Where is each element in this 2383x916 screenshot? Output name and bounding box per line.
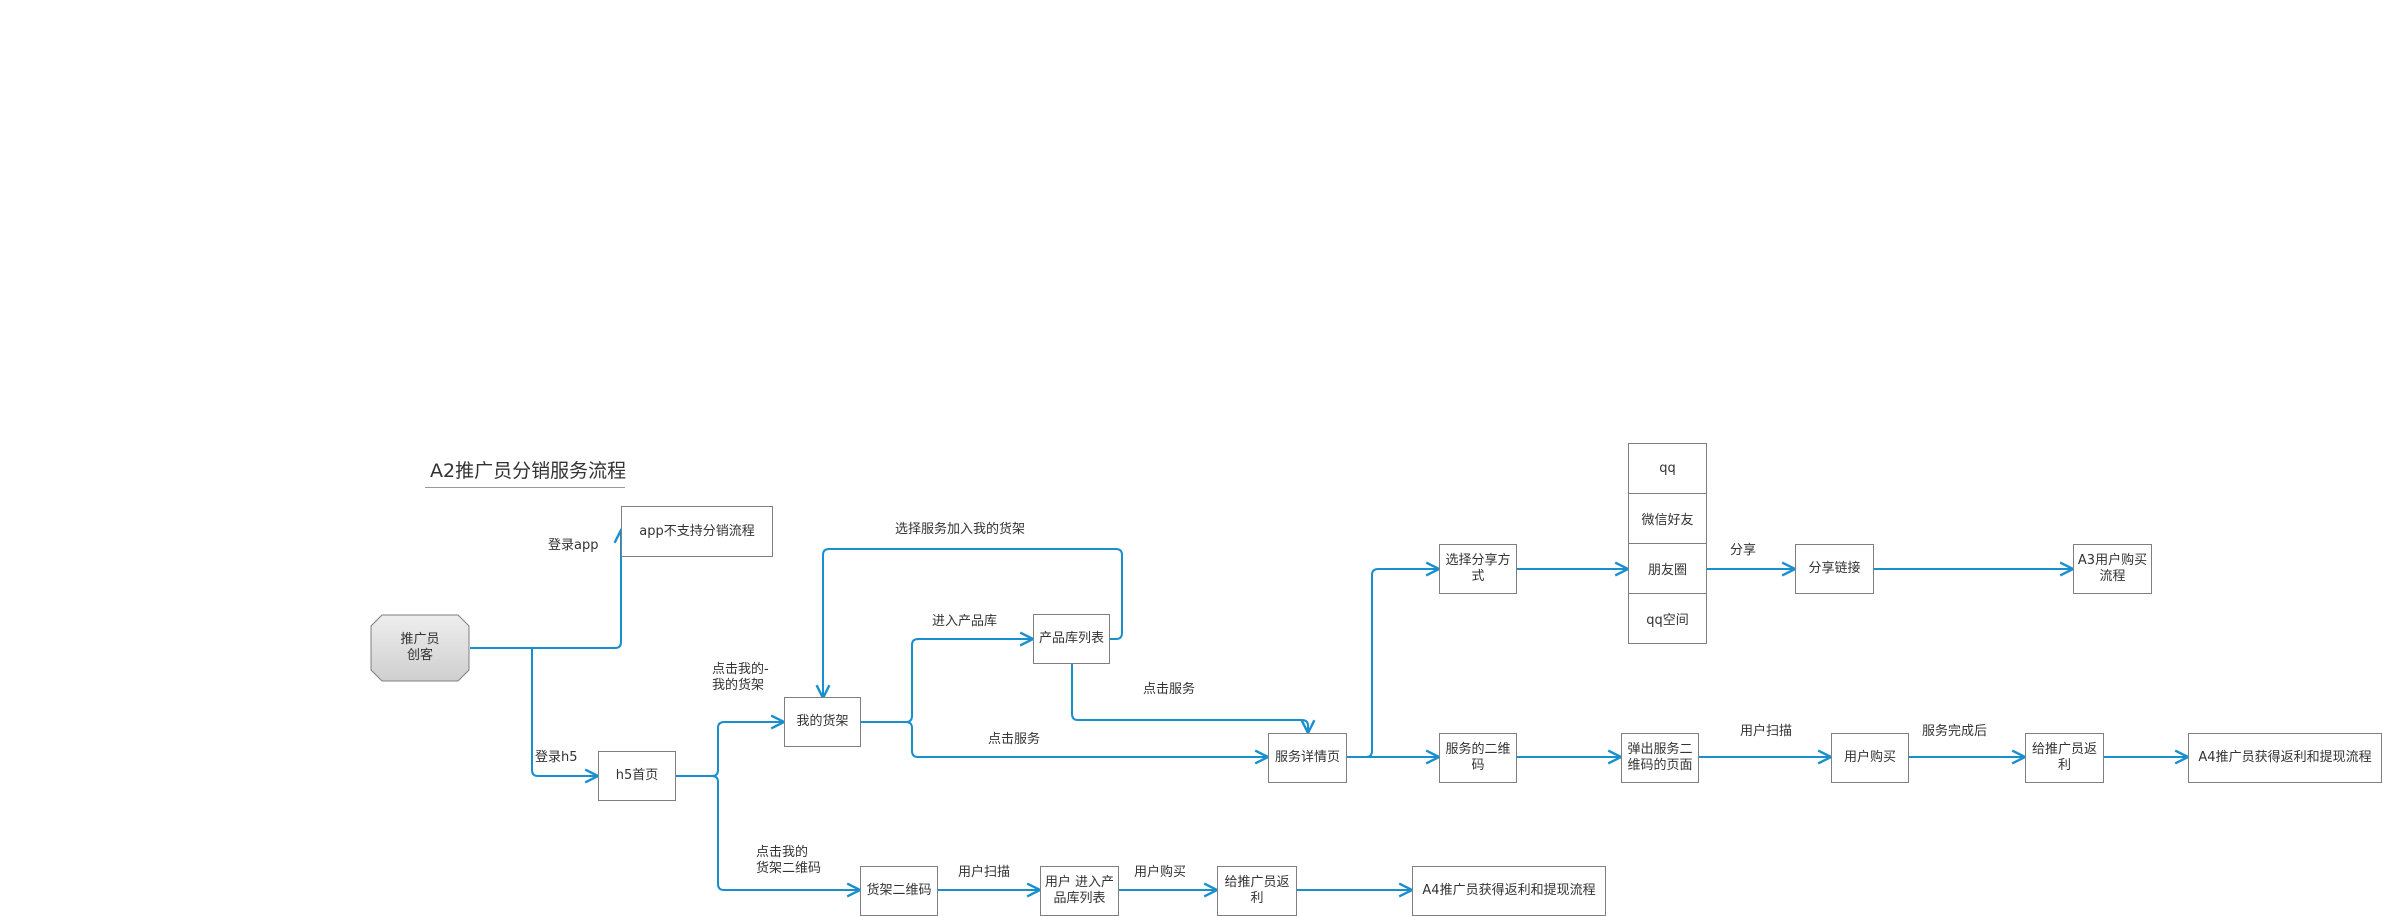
share-option-moments[interactable]: 朋友圈 bbox=[1628, 543, 1707, 594]
edge-h5-to-shelf-qr bbox=[711, 775, 860, 890]
share-option-wechat-friend[interactable]: 微信好友 bbox=[1628, 493, 1707, 544]
label-user-buy-bottom: 用户购买 bbox=[1134, 865, 1187, 880]
octagon-shape bbox=[370, 614, 470, 682]
edge-product-list-to-shelf bbox=[823, 548, 1123, 698]
my-shelf-node[interactable]: 我的货架 bbox=[784, 697, 861, 747]
share-option-qq[interactable]: qq bbox=[1628, 443, 1707, 494]
user-buy-node[interactable]: 用户购买 bbox=[1831, 733, 1909, 783]
label-add-to-shelf: 选择服务加入我的货架 bbox=[895, 522, 1026, 537]
rebate-bottom-node[interactable]: 给推广员返 利 bbox=[1217, 866, 1297, 916]
label-user-scan-top: 用户扫描 bbox=[1740, 724, 1793, 739]
rebate-top-node[interactable]: 给推广员返 利 bbox=[2025, 733, 2104, 783]
share-option-qzone[interactable]: qq空间 bbox=[1628, 593, 1707, 644]
service-detail-node[interactable]: 服务详情页 bbox=[1268, 733, 1347, 783]
label-click-my-shelf: 点击我的- 我的货架 bbox=[712, 662, 769, 693]
edge-shelf-to-product-list bbox=[861, 639, 1033, 723]
a4-top-node[interactable]: A4推广员获得返利和提现流程 bbox=[2188, 733, 2382, 783]
label-click-service-2: 点击服务 bbox=[988, 732, 1041, 747]
label-user-scan-bottom: 用户扫描 bbox=[958, 865, 1011, 880]
edge-shelf-to-service-detail bbox=[905, 721, 1268, 757]
qr-popup-node[interactable]: 弹出服务二 维码的页面 bbox=[1621, 733, 1699, 783]
title-underline bbox=[425, 487, 625, 488]
label-login-app: 登录app bbox=[548, 538, 599, 553]
app-unsupported-node[interactable]: app不支持分销流程 bbox=[621, 506, 773, 557]
label-login-h5: 登录h5 bbox=[535, 750, 578, 765]
h5-home-node[interactable]: h5首页 bbox=[598, 751, 676, 801]
a3-flow-node[interactable]: A3用户购买 流程 bbox=[2073, 544, 2152, 594]
edge-start-to-app bbox=[470, 530, 621, 649]
edge-h5-to-shelf bbox=[676, 722, 784, 777]
product-list-node[interactable]: 产品库列表 bbox=[1033, 614, 1110, 664]
user-enter-node[interactable]: 用户 进入产 品库列表 bbox=[1040, 866, 1119, 916]
label-click-service-1: 点击服务 bbox=[1143, 682, 1196, 697]
edge-service-detail-to-choose-share bbox=[1347, 569, 1439, 758]
diagram-title: A2推广员分销服务流程 bbox=[430, 460, 627, 482]
share-link-node[interactable]: 分享链接 bbox=[1795, 544, 1874, 594]
start-node[interactable]: 推广员 创客 bbox=[370, 614, 470, 682]
choose-share-node[interactable]: 选择分享方 式 bbox=[1439, 544, 1517, 594]
edge-product-list-to-service-detail bbox=[1071, 664, 1308, 733]
label-enter-library: 进入产品库 bbox=[932, 614, 998, 629]
shelf-qr-node[interactable]: 货架二维码 bbox=[860, 866, 938, 916]
label-service-done: 服务完成后 bbox=[1922, 724, 1988, 739]
edge-start-to-h5 bbox=[531, 648, 598, 776]
label-click-shelf-qr: 点击我的 货架二维码 bbox=[756, 845, 822, 876]
label-share: 分享 bbox=[1730, 543, 1757, 558]
a4-bottom-node[interactable]: A4推广员获得返利和提现流程 bbox=[1412, 866, 1606, 916]
service-qr-node[interactable]: 服务的二维 码 bbox=[1439, 733, 1517, 783]
start-node-label: 推广员 创客 bbox=[400, 632, 440, 663]
